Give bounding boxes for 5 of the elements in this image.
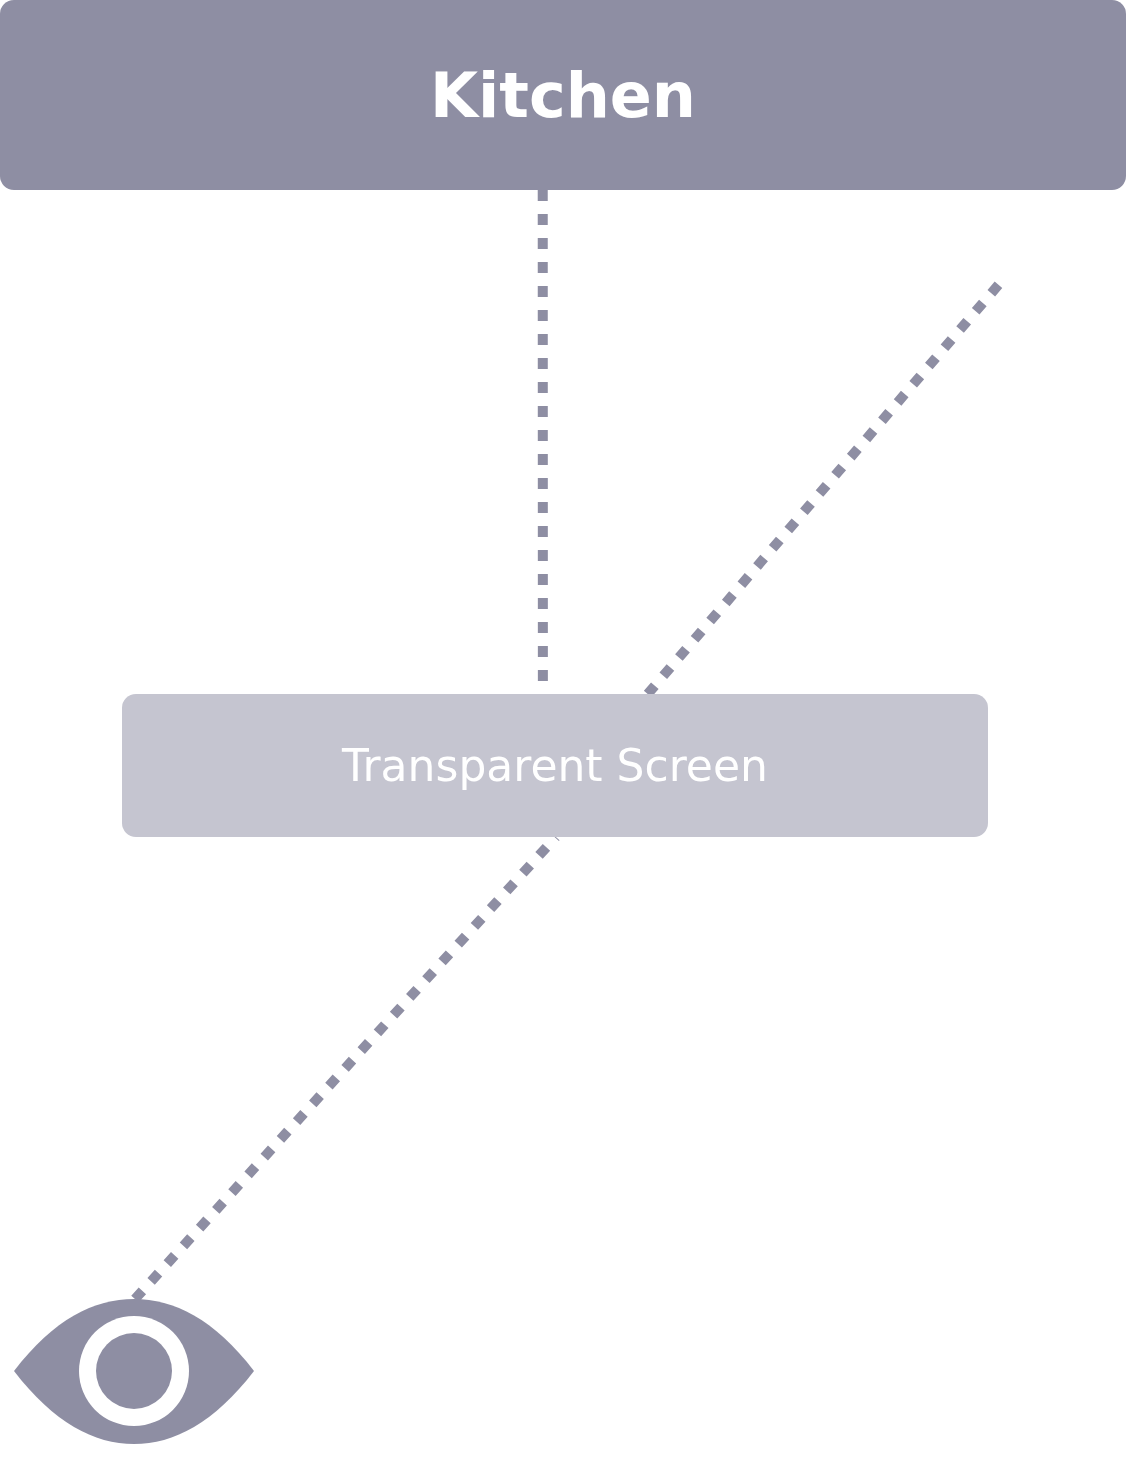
eye-icon xyxy=(14,1299,254,1444)
node-label: Transparent Screen xyxy=(342,740,768,791)
screen-box xyxy=(122,694,988,837)
node-label: Kitchen xyxy=(430,58,696,132)
kitchen-box xyxy=(0,0,1126,190)
